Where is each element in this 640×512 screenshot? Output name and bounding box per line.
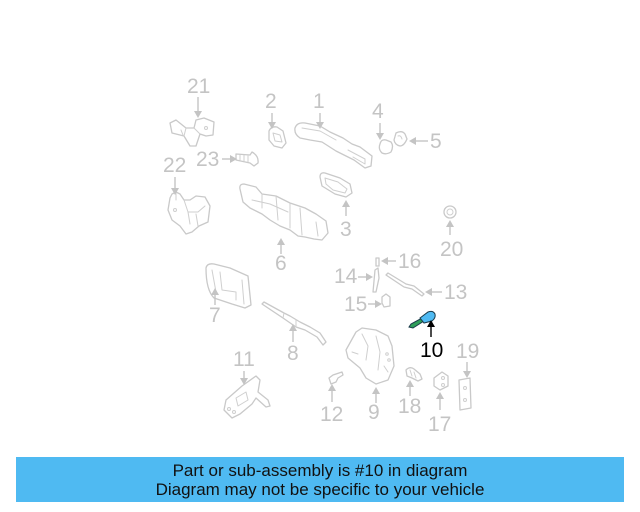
- svg-text:4: 4: [372, 100, 384, 123]
- svg-text:5: 5: [430, 130, 442, 153]
- part-20-grommet[interactable]: [443, 205, 457, 219]
- svg-text:7: 7: [209, 304, 221, 327]
- callout-20: 20: [440, 220, 463, 261]
- svg-text:1: 1: [313, 90, 325, 113]
- part-9-door-latch[interactable]: [345, 327, 395, 385]
- svg-text:17: 17: [428, 413, 451, 436]
- part-17-striker[interactable]: [433, 371, 449, 391]
- part-5-clip[interactable]: [393, 131, 408, 147]
- part-12-pin[interactable]: [328, 371, 344, 385]
- part-4-cap[interactable]: [378, 139, 394, 155]
- part-7-inside-handle[interactable]: [205, 263, 252, 309]
- part-10-highlighted-rod[interactable]: [408, 310, 436, 329]
- part-18-screw[interactable]: [405, 367, 423, 382]
- svg-text:3: 3: [340, 218, 352, 241]
- callout-11: 11: [233, 348, 255, 385]
- callout-9: 9: [368, 387, 380, 424]
- callout-13: 13: [425, 281, 467, 304]
- part-3-bezel[interactable]: [319, 172, 353, 198]
- part-21-bracket[interactable]: [169, 117, 215, 147]
- callout-1: 1: [313, 90, 325, 129]
- svg-text:16: 16: [398, 250, 421, 273]
- part-13-rod[interactable]: [385, 272, 425, 297]
- callout-18: 18: [398, 380, 421, 418]
- callout-14: 14: [334, 265, 373, 288]
- part-8-lock-rod[interactable]: [261, 301, 327, 346]
- part-22-hinge-bracket[interactable]: [167, 191, 211, 235]
- svg-text:10: 10: [420, 339, 443, 362]
- callout-19: 19: [456, 340, 479, 378]
- part-19-plate[interactable]: [458, 377, 472, 411]
- svg-text:6: 6: [275, 252, 287, 275]
- svg-text:20: 20: [440, 238, 463, 261]
- callout-21: 21: [187, 75, 210, 118]
- svg-text:22: 22: [163, 154, 186, 177]
- callout-22: 22: [163, 154, 186, 195]
- svg-text:13: 13: [444, 281, 467, 304]
- svg-text:9: 9: [368, 401, 380, 424]
- callout-10: 10: [420, 320, 443, 362]
- part-1-outside-handle[interactable]: [294, 122, 373, 169]
- svg-text:21: 21: [187, 75, 210, 98]
- part-14-rod[interactable]: [372, 267, 380, 293]
- svg-text:8: 8: [287, 342, 299, 365]
- callout-17: 17: [428, 392, 451, 436]
- part-info-banner: Part or sub-assembly is #10 in diagram D…: [16, 457, 624, 502]
- svg-text:19: 19: [456, 340, 479, 363]
- svg-text:12: 12: [320, 403, 343, 426]
- callout-3: 3: [340, 200, 352, 241]
- callout-12: 12: [320, 384, 343, 426]
- svg-text:23: 23: [196, 148, 219, 171]
- part-16-clip[interactable]: [375, 257, 380, 267]
- callout-16: 16: [381, 250, 421, 273]
- part-23-bolt[interactable]: [235, 151, 259, 167]
- callout-7: 7: [209, 288, 221, 327]
- callout-6: 6: [275, 238, 287, 275]
- callout-8: 8: [287, 324, 299, 365]
- part-15-clip[interactable]: [381, 293, 391, 308]
- part-2-pad[interactable]: [268, 126, 287, 149]
- banner-part-reference: Part or sub-assembly is #10 in diagram: [172, 461, 468, 480]
- callout-2: 2: [265, 90, 277, 129]
- callout-15: 15: [344, 293, 382, 316]
- callout-4: 4: [372, 100, 384, 140]
- svg-text:11: 11: [233, 348, 255, 371]
- svg-text:14: 14: [334, 265, 358, 288]
- banner-disclaimer: Diagram may not be specific to your vehi…: [155, 480, 485, 499]
- part-11-bracket[interactable]: [223, 375, 271, 419]
- callout-23: 23: [196, 148, 237, 171]
- svg-text:15: 15: [344, 293, 367, 316]
- callout-5: 5: [409, 130, 442, 153]
- svg-text:2: 2: [265, 90, 277, 113]
- svg-text:18: 18: [398, 395, 421, 418]
- part-6-handle-assembly[interactable]: [239, 183, 329, 241]
